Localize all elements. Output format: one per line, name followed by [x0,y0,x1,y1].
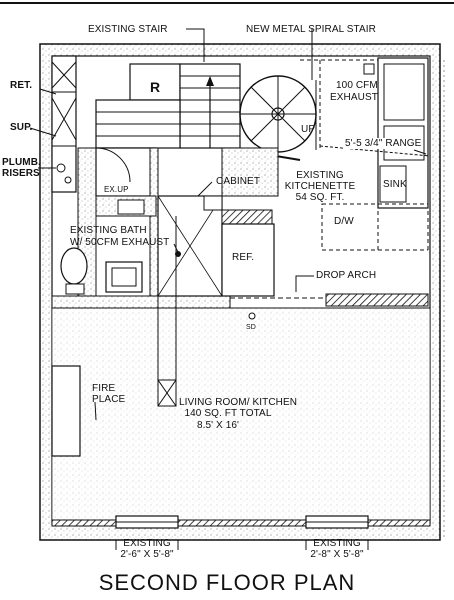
window-right-label-1: EXISTING [313,538,361,549]
window-left-label-2: 2'-6" X 5'-8" [120,549,174,560]
living-area-floor [52,308,430,524]
living-room-label-3: 8.5' X 16' [196,420,240,431]
living-room-label-2: 140 SQ. FT TOTAL [184,408,272,419]
fireplace-label-2: PLACE [92,394,126,405]
cabinet-and-ref [157,147,279,297]
existing-stair-block [95,63,241,149]
kitchenette-label-2: KITCHENETTE [284,181,356,192]
range-label: 5'-5 3/4" RANGE [344,138,423,149]
fireplace-block [51,365,81,457]
plan-title: SECOND FLOOR PLAN [98,570,356,595]
plumb-risers-label-2: RISERS [2,168,40,179]
duct-run [157,216,181,407]
bottom-wall-windows [51,515,431,550]
sink-label: SINK [383,179,407,190]
up-label: UP [301,124,316,135]
kitchenette-label-1: EXISTING [296,170,344,181]
plumb-risers-label-1: PLUMB. [2,157,41,168]
bath-label-2: W/ 50CFM EXHAUST [70,237,170,248]
drop-arch-hatch [325,293,429,307]
window-left-label-1: EXISTING [123,538,171,549]
dishwasher-outline [321,203,379,251]
dishwasher-label: D/W [334,216,354,227]
return-label: RET. [10,80,33,91]
mechanical-chase [51,55,77,193]
ex-up-label: EX.UP [104,185,129,194]
drop-arch-label: DROP ARCH [316,270,377,281]
supply-label: SUP. [10,122,33,133]
smoke-detector-symbol [248,312,256,320]
stair-r-label: R [150,79,161,95]
bath-label-1: EXISTING BATH [70,225,147,236]
kitchenette-label-3: 54 SQ. FT. [295,192,345,203]
cabinet-label: CABINET [216,176,261,187]
new-spiral-stair-label: NEW METAL SPIRAL STAIR [246,24,376,35]
fireplace-label-1: FIRE [92,383,116,394]
smoke-detector-label: SD [246,324,256,331]
exhaust-100-label-1: 100 CFM [336,80,378,91]
leader-lines [29,28,427,421]
existing-stair-label: EXISTING STAIR [88,24,168,35]
window-right-label-2: 2'-8" X 5'-8" [310,549,364,560]
bathroom-walls [51,147,231,309]
exhaust-100-label-2: EXHAUST [330,92,378,103]
ref-label: REF. [232,252,255,263]
living-room-label-1: LIVING ROOM/ KITCHEN [178,397,298,408]
